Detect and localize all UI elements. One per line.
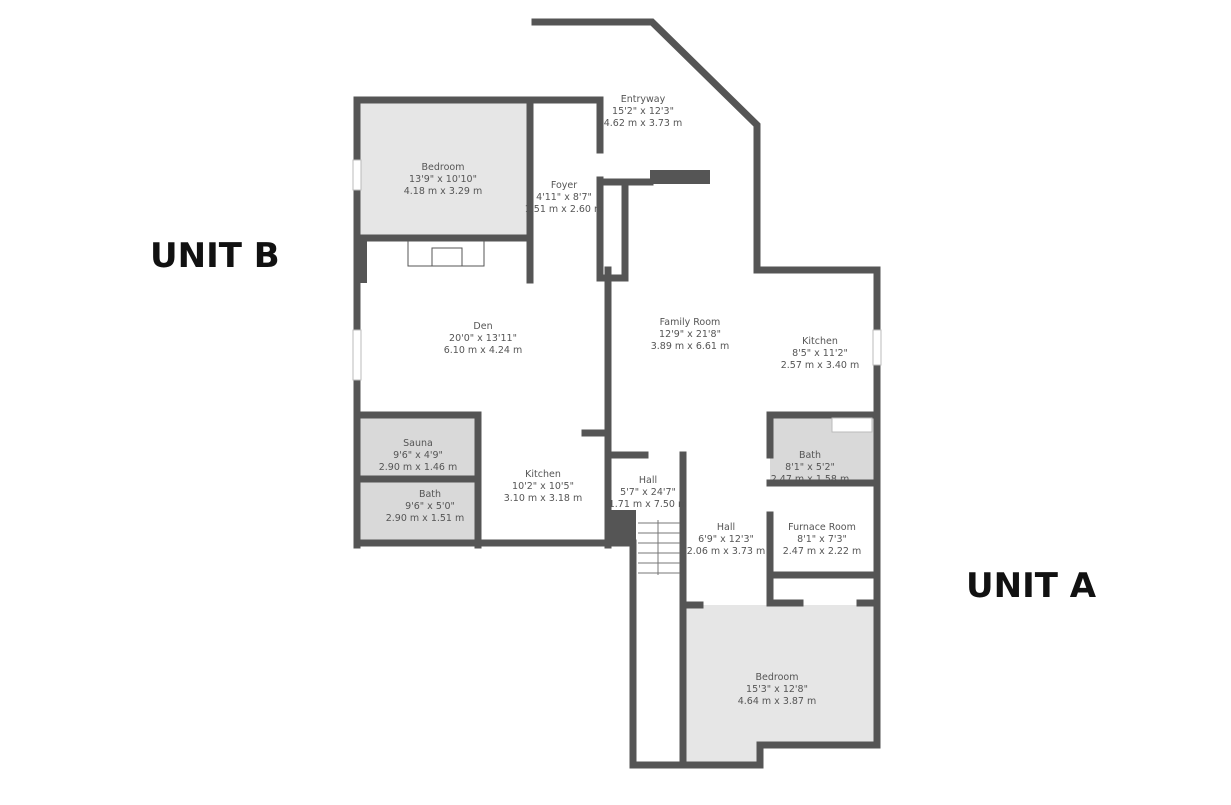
svg-text:10'2" x 10'5": 10'2" x 10'5" [512, 481, 574, 492]
svg-text:Bedroom: Bedroom [756, 672, 799, 683]
svg-text:Entryway: Entryway [621, 94, 666, 105]
bath-b-fill [357, 479, 478, 543]
svg-text:Den: Den [473, 321, 492, 332]
svg-text:Kitchen: Kitchen [525, 469, 561, 480]
svg-text:1.71 m x 7.50 m: 1.71 m x 7.50 m [609, 499, 688, 510]
svg-text:2.57 m x 3.40 m: 2.57 m x 3.40 m [781, 360, 860, 371]
bedroom-a-fill [683, 605, 875, 745]
bedroom-a-fill-lower [683, 745, 760, 765]
entry-wall-block [650, 170, 710, 184]
svg-text:Furnace Room: Furnace Room [788, 522, 856, 533]
walls [353, 18, 881, 769]
svg-text:Hall: Hall [639, 475, 657, 486]
svg-text:12'9" x 21'8": 12'9" x 21'8" [659, 329, 721, 340]
svg-text:9'6" x 5'0": 9'6" x 5'0" [405, 501, 455, 512]
svg-text:15'3" x 12'8": 15'3" x 12'8" [746, 684, 808, 695]
svg-text:Kitchen: Kitchen [802, 336, 838, 347]
fireplace [407, 240, 485, 267]
unit-a-label: UNIT A [966, 566, 1097, 606]
svg-text:1.51 m x 2.60 m: 1.51 m x 2.60 m [525, 204, 604, 215]
svg-text:Bedroom: Bedroom [422, 162, 465, 173]
svg-text:4'11" x 8'7": 4'11" x 8'7" [536, 192, 592, 203]
svg-text:4.18 m x 3.29 m: 4.18 m x 3.29 m [404, 186, 483, 197]
stairs [638, 520, 680, 575]
svg-text:Sauna: Sauna [403, 438, 433, 449]
svg-text:2.47 m x 1.58 m: 2.47 m x 1.58 m [771, 474, 850, 485]
svg-text:2.90 m x 1.46 m: 2.90 m x 1.46 m [379, 462, 458, 473]
den-wall-block [357, 238, 367, 283]
svg-text:8'5" x 11'2": 8'5" x 11'2" [792, 348, 848, 359]
svg-text:8'1" x 5'2": 8'1" x 5'2" [785, 462, 835, 473]
room-fills [357, 100, 875, 765]
svg-text:2.06 m x 3.73 m: 2.06 m x 3.73 m [687, 546, 766, 557]
svg-text:2.47 m x 2.22 m: 2.47 m x 2.22 m [783, 546, 862, 557]
unit-b-label: UNIT B [150, 236, 280, 276]
svg-text:20'0" x 13'11": 20'0" x 13'11" [449, 333, 517, 344]
bedroom-b-fill [357, 100, 530, 238]
svg-text:6'9" x 12'3": 6'9" x 12'3" [698, 534, 754, 545]
svg-text:4.62 m x 3.73 m: 4.62 m x 3.73 m [604, 118, 683, 129]
svg-text:6.10 m x 4.24 m: 6.10 m x 4.24 m [444, 345, 523, 356]
svg-text:3.10 m x 3.18 m: 3.10 m x 3.18 m [504, 493, 583, 504]
svg-text:3.89 m x 6.61 m: 3.89 m x 6.61 m [651, 341, 730, 352]
svg-text:15'2" x 12'3": 15'2" x 12'3" [612, 106, 674, 117]
svg-text:2.90 m x 1.51 m: 2.90 m x 1.51 m [386, 513, 465, 524]
windows [352, 159, 882, 433]
stair-wall-block [608, 510, 636, 546]
svg-text:5'7" x 24'7": 5'7" x 24'7" [620, 487, 676, 498]
svg-text:8'1" x 7'3": 8'1" x 7'3" [797, 534, 847, 545]
svg-text:4.64 m x 3.87 m: 4.64 m x 3.87 m [738, 696, 817, 707]
svg-text:Hall: Hall [717, 522, 735, 533]
svg-text:13'9" x 10'10": 13'9" x 10'10" [409, 174, 477, 185]
svg-text:Bath: Bath [419, 489, 441, 500]
svg-text:Foyer: Foyer [551, 180, 577, 191]
svg-text:Bath: Bath [799, 450, 821, 461]
sauna-fill [357, 415, 478, 479]
svg-text:Family Room: Family Room [660, 317, 721, 328]
svg-text:9'6" x 4'9": 9'6" x 4'9" [393, 450, 443, 461]
